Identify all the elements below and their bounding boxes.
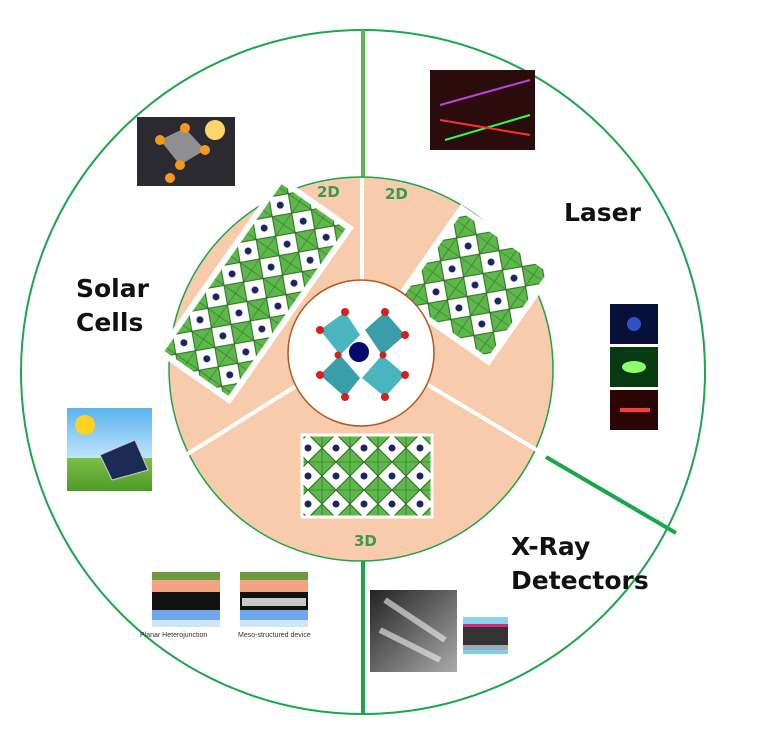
label-2d-left: 2D: [317, 183, 340, 201]
solar-device-structures: [152, 572, 308, 627]
xray-detector-stack: [463, 617, 508, 654]
label-solar-cells: Solar Cells: [76, 274, 149, 337]
solar-crystal-image: [137, 117, 235, 186]
caption-planar: Planar Heterojunction: [140, 632, 208, 639]
structure-2d-right: [394, 204, 556, 366]
label-laser: Laser: [564, 198, 641, 227]
label-3d: 3D: [354, 532, 377, 550]
perovskite-unit-cell: [316, 308, 409, 401]
laser-image: [430, 70, 535, 150]
xray-hand-image: [370, 590, 457, 672]
label-2d-right: 2D: [385, 185, 408, 203]
caption-meso: Meso-structured device: [238, 632, 311, 639]
inner-divider-right: [426, 383, 547, 457]
laser-emission-images: [610, 304, 658, 430]
solar-panel-image: [67, 408, 152, 491]
structure-3d: [300, 433, 434, 519]
inner-divider-left: [184, 384, 298, 457]
structure-2d-left: [156, 175, 354, 405]
label-xray-detectors: X-Ray Detectors: [511, 532, 649, 595]
divider-right: [544, 455, 678, 535]
